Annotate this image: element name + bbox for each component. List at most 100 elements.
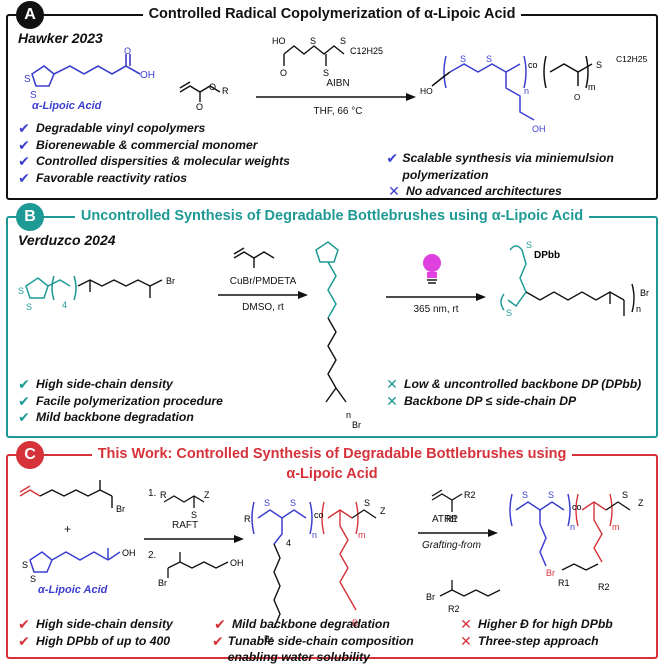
svg-text:S: S bbox=[26, 302, 32, 312]
check-icon: ✔ bbox=[18, 409, 30, 425]
svg-text:S: S bbox=[22, 560, 28, 570]
methyl-acrylate-structure bbox=[233, 247, 275, 268]
check-icon: ✔ bbox=[18, 153, 30, 169]
svg-text:R1: R1 bbox=[558, 578, 570, 588]
check-icon: ✔ bbox=[18, 169, 30, 186]
check-icon: ✔ bbox=[18, 120, 30, 136]
condition-cubr: CuBr/PMDETA bbox=[229, 276, 297, 287]
svg-text:co: co bbox=[572, 502, 582, 512]
svg-text:R2: R2 bbox=[598, 582, 610, 592]
grafting-label: Grafting-from bbox=[422, 540, 481, 551]
lipoic-acid-label: α-Lipoic Acid bbox=[32, 100, 102, 112]
svg-text:R2: R2 bbox=[448, 604, 460, 614]
svg-text:S: S bbox=[191, 510, 197, 520]
list-item: ✔Controlled dispersities & molecular wei… bbox=[16, 153, 290, 170]
cross-icon: ✕ bbox=[386, 392, 398, 409]
panel-b-author: Verduzco 2024 bbox=[18, 232, 116, 248]
raft-label: RAFT bbox=[172, 520, 199, 531]
cross-icon: ✕ bbox=[388, 183, 400, 199]
acrylate-inimer-structure: Br bbox=[19, 480, 125, 514]
svg-text:Br: Br bbox=[116, 504, 125, 514]
list-item: ✔Biorenewable & commercial monomer bbox=[16, 137, 290, 154]
svg-text:Br: Br bbox=[264, 634, 273, 644]
svg-text:S: S bbox=[24, 74, 31, 85]
panel-c-badge: C bbox=[16, 441, 44, 469]
svg-text:R: R bbox=[160, 490, 167, 500]
svg-text:Br: Br bbox=[352, 618, 361, 628]
panel-a-author: Hawker 2023 bbox=[18, 30, 103, 46]
svg-text:OH: OH bbox=[532, 124, 546, 134]
plus-sign: + bbox=[64, 522, 72, 536]
svg-text:C12H25: C12H25 bbox=[616, 54, 647, 64]
macroinitiator-structure: R S S 4 n co m S Z Br Br bbox=[244, 498, 386, 644]
svg-text:O: O bbox=[209, 82, 216, 92]
list-item: ✕Three-step approach bbox=[458, 633, 613, 650]
svg-text:Br: Br bbox=[546, 568, 555, 578]
svg-text:O: O bbox=[124, 46, 131, 56]
list-item: ✕Higher Đ for high DPbb bbox=[458, 616, 613, 633]
svg-text:n: n bbox=[312, 530, 317, 540]
svg-text:S: S bbox=[364, 498, 370, 508]
list-item: ✔Mild backbone degradation bbox=[16, 409, 223, 426]
bottlebrush-b-structure: S DPbb S n Br bbox=[500, 240, 649, 318]
svg-text:n: n bbox=[636, 304, 641, 314]
svg-text:S: S bbox=[323, 68, 329, 78]
svg-text:O: O bbox=[196, 102, 203, 112]
lipoic-acid-label-c: α-Lipoic Acid bbox=[38, 584, 108, 596]
svg-text:4: 4 bbox=[62, 300, 67, 310]
reaction-arrow-a bbox=[256, 93, 416, 101]
panel-c: C This Work: Controlled Synthesis of Deg… bbox=[6, 441, 658, 664]
svg-text:S: S bbox=[30, 90, 37, 101]
initiator-alcohol-structure: Br OH bbox=[158, 552, 244, 588]
list-item: ✔High DPbb of up to 400 bbox=[16, 633, 173, 650]
list-item: ✕Backbone DP ≤ side-chain DP bbox=[384, 393, 644, 410]
bottlebrush-c-sidechain: Br R2 bbox=[426, 580, 501, 614]
svg-text:S: S bbox=[486, 54, 492, 64]
svg-text:S: S bbox=[526, 240, 532, 250]
raft-agent-c-structure: R Z S bbox=[160, 490, 210, 520]
panel-b-title: Uncontrolled Synthesis of Degradable Bot… bbox=[8, 208, 656, 224]
svg-text:4: 4 bbox=[286, 538, 291, 548]
svg-text:HO: HO bbox=[272, 36, 286, 46]
cross-icon: ✕ bbox=[386, 376, 398, 392]
svg-text:S: S bbox=[290, 498, 296, 508]
light-bulb-icon bbox=[423, 254, 441, 284]
bottlebrush-c-structure: S S n co m S Z R1 R2 Br bbox=[509, 490, 644, 592]
panel-c-title: This Work: Controlled Synthesis of Degra… bbox=[8, 446, 656, 462]
svg-text:S: S bbox=[340, 36, 346, 46]
svg-text:m: m bbox=[588, 82, 596, 92]
macromonomer-structure: n Br bbox=[315, 241, 361, 430]
list-item: ✔Mild backbone degradation bbox=[212, 616, 422, 633]
svg-text:S: S bbox=[522, 490, 528, 500]
condition-aibn: AIBN bbox=[326, 78, 350, 89]
panel-c-pros-list: ✔High side-chain density ✔High DPbb of u… bbox=[16, 616, 173, 649]
check-icon: ✔ bbox=[18, 136, 30, 153]
svg-text:n: n bbox=[524, 86, 529, 96]
list-item: ✔Degradable vinyl copolymers bbox=[16, 120, 290, 137]
panel-a-pros-list: ✔Degradable vinyl copolymers ✔Biorenewab… bbox=[16, 120, 290, 186]
svg-text:OH: OH bbox=[230, 558, 244, 568]
condition-365nm: 365 nm, rt bbox=[413, 304, 459, 315]
svg-text:Z: Z bbox=[638, 498, 644, 508]
list-item: ✔Tunable side-chain composition enabling… bbox=[212, 632, 414, 665]
svg-text:Z: Z bbox=[380, 506, 386, 516]
svg-text:R1: R1 bbox=[446, 514, 458, 524]
list-item: ✕Low & uncontrolled backbone DP (DPbb) bbox=[384, 376, 644, 393]
check-icon: ✔ bbox=[212, 632, 224, 649]
check-icon: ✔ bbox=[386, 150, 399, 166]
atrp-monomer-structure: R2 R1 bbox=[431, 489, 476, 524]
svg-text:R: R bbox=[244, 514, 251, 524]
svg-text:m: m bbox=[612, 522, 620, 532]
svg-text:Br: Br bbox=[166, 276, 175, 286]
check-icon: ✔ bbox=[18, 616, 30, 632]
check-icon: ✔ bbox=[18, 632, 30, 649]
svg-text:co: co bbox=[314, 510, 324, 520]
svg-text:R2: R2 bbox=[464, 490, 476, 500]
check-icon: ✔ bbox=[18, 392, 30, 409]
svg-text:S: S bbox=[548, 490, 554, 500]
condition-thf: THF, 66 °C bbox=[313, 106, 363, 117]
step1-number: 1. bbox=[148, 488, 157, 499]
reaction-arrow-c2 bbox=[418, 529, 498, 537]
panel-b: B Uncontrolled Synthesis of Degradable B… bbox=[6, 203, 658, 438]
cross-icon: ✕ bbox=[460, 632, 472, 649]
